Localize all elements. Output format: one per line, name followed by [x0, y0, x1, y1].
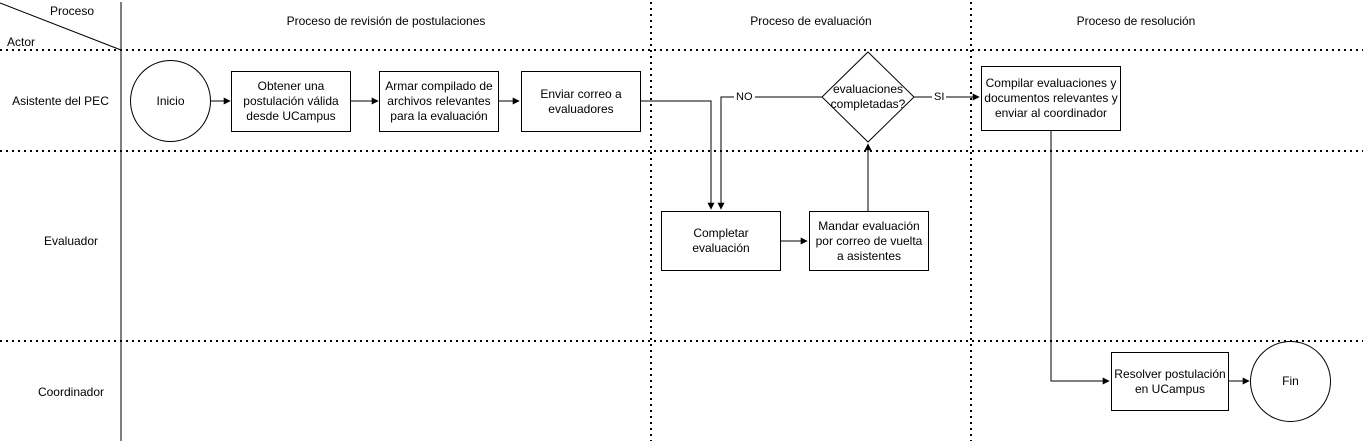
node-completar-evaluacion: Completar evaluación — [661, 211, 781, 271]
header-proceso-label: Proceso — [50, 4, 95, 18]
edge-enviar-completar — [641, 100, 715, 210]
node-mandar-evaluacion: Mandar evaluación por correo de vuelta a… — [809, 211, 929, 271]
phase-header-revision: Proceso de revisión de postulaciones — [286, 14, 486, 28]
node-compilar-evaluaciones: Compilar evaluaciones y documentos relev… — [981, 66, 1121, 131]
header-actor-label: Actor — [7, 35, 36, 49]
node-fin: Fin — [1250, 341, 1331, 422]
node-enviar-correo: Enviar correo a evaluadores — [521, 71, 641, 132]
lane-label-coordinador: Coordinador — [37, 385, 105, 399]
edge-label-no: NO — [734, 91, 755, 104]
node-inicio: Inicio — [130, 60, 211, 142]
phase-header-resolucion: Proceso de resolución — [1076, 14, 1196, 28]
node-obtener-postulacion: Obtener una postulación válida desde UCa… — [231, 71, 351, 132]
phase-header-evaluacion: Proceso de evaluación — [750, 14, 872, 28]
node-resolver-postulacion: Resolver postulación en UCampus — [1111, 352, 1229, 411]
node-armar-compilado: Armar compilado de archivos relevantes p… — [379, 71, 499, 132]
lane-label-asistente: Asistente del PEC — [12, 94, 109, 108]
node-decision-evaluaciones: evaluaciones completadas? — [830, 82, 906, 111]
lane-label-evaluador: Evaluador — [43, 234, 99, 248]
decision-diamond — [821, 51, 915, 143]
header-diagonal — [0, 2, 122, 51]
edge-compilar-resolver — [1050, 131, 1110, 385]
edge-label-si: SI — [932, 91, 947, 104]
edge-decision-no — [717, 96, 822, 210]
